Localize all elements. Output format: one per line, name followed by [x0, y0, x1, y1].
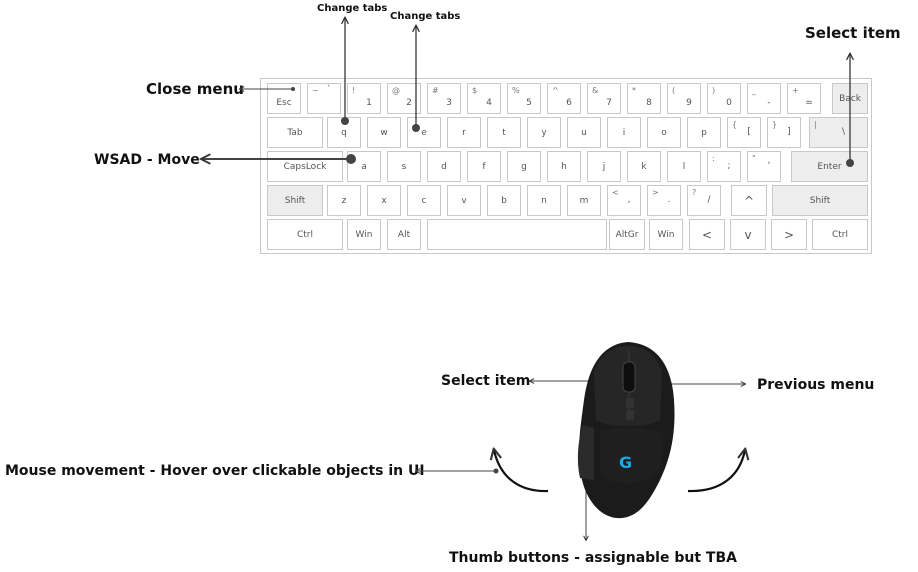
key-3[interactable]: #3: [427, 83, 461, 114]
key-h[interactable]: h: [547, 151, 581, 182]
key-4[interactable]: $4: [467, 83, 501, 114]
change-tabs-label-1: Change tabs: [317, 3, 388, 14]
key-c[interactable]: c: [407, 185, 441, 216]
select-item-mouse-label: Select item: [441, 373, 531, 389]
arrow-mouse-movement: [416, 469, 499, 474]
key-altgr[interactable]: AltGr: [609, 219, 645, 250]
mouse-movement-label: Mouse movement - Hover over clickable ob…: [5, 463, 425, 479]
key-shift-right[interactable]: Shift: [772, 185, 868, 216]
key-x[interactable]: x: [367, 185, 401, 216]
arrow-select-item-enter: [846, 54, 854, 167]
key-w[interactable]: w: [367, 117, 401, 148]
key-bracket-right[interactable]: }]: [767, 117, 801, 148]
arrow-previous-menu: [663, 382, 745, 386]
wsad-move-label: WSAD - Move: [94, 152, 200, 168]
key-g[interactable]: g: [507, 151, 541, 182]
key-arrow-left[interactable]: <: [689, 219, 725, 250]
key-bracket-left[interactable]: {[: [727, 117, 761, 148]
arrow-change-tabs-q: [341, 18, 349, 125]
key-n[interactable]: n: [527, 185, 561, 216]
key-l[interactable]: l: [667, 151, 701, 182]
key-9[interactable]: (9: [667, 83, 701, 114]
key-arrow-down[interactable]: v: [730, 219, 766, 250]
key-t[interactable]: t: [487, 117, 521, 148]
key-r[interactable]: r: [447, 117, 481, 148]
key-m[interactable]: m: [567, 185, 601, 216]
change-tabs-label-2: Change tabs: [390, 11, 461, 22]
key-equals[interactable]: +=: [787, 83, 821, 114]
key-space[interactable]: [427, 219, 607, 250]
key-win-right[interactable]: Win: [649, 219, 683, 250]
key-alt[interactable]: Alt: [387, 219, 421, 250]
key-d[interactable]: d: [427, 151, 461, 182]
g-logo-icon: G: [619, 453, 632, 472]
key-f[interactable]: f: [467, 151, 501, 182]
key-y[interactable]: y: [527, 117, 561, 148]
key-shift-left[interactable]: Shift: [267, 185, 323, 216]
key-esc[interactable]: Esc: [267, 83, 301, 114]
key-win-left[interactable]: Win: [347, 219, 381, 250]
key-minus[interactable]: _-: [747, 83, 781, 114]
key-enter[interactable]: Enter: [791, 151, 868, 182]
key-slash[interactable]: ?/: [687, 185, 721, 216]
previous-menu-label: Previous menu: [757, 377, 875, 393]
key-z[interactable]: z: [327, 185, 361, 216]
key-v[interactable]: v: [447, 185, 481, 216]
key-quote[interactable]: "': [747, 151, 781, 182]
key-6[interactable]: ^6: [547, 83, 581, 114]
key-e[interactable]: e: [407, 117, 441, 148]
key-k[interactable]: k: [627, 151, 661, 182]
curved-arrow-right: [687, 450, 745, 493]
key-s[interactable]: s: [387, 151, 421, 182]
key-0[interactable]: )0: [707, 83, 741, 114]
key-u[interactable]: u: [567, 117, 601, 148]
select-item-keyboard-label: Select item: [805, 24, 901, 42]
key-backslash[interactable]: |\: [809, 117, 868, 148]
key-j[interactable]: j: [587, 151, 621, 182]
key-tab[interactable]: Tab: [267, 117, 323, 148]
gaming-mouse-image: G: [577, 342, 675, 519]
thumb-buttons-label: Thumb buttons - assignable but TBA: [449, 550, 737, 566]
key-7[interactable]: &7: [587, 83, 621, 114]
key-ctrl-right[interactable]: Ctrl: [812, 219, 868, 250]
arrow-wsad-move: [202, 154, 356, 164]
key-period[interactable]: >.: [647, 185, 681, 216]
key-comma[interactable]: <,: [607, 185, 641, 216]
key-p[interactable]: p: [687, 117, 721, 148]
key-1[interactable]: !1: [347, 83, 381, 114]
key-capslock[interactable]: CapsLock: [267, 151, 343, 182]
key-backtick[interactable]: ~`: [307, 83, 341, 114]
key-b[interactable]: b: [487, 185, 521, 216]
arrow-close-menu-esc: [240, 87, 295, 91]
arrow-change-tabs-e: [412, 26, 420, 132]
key-5[interactable]: %5: [507, 83, 541, 114]
on-screen-keyboard: Esc ~` !1 @2 #3 $4 %5 ^6 &7 *8 (9 )0 _- …: [260, 78, 872, 254]
key-arrow-up[interactable]: ^: [731, 185, 767, 216]
key-ctrl-left[interactable]: Ctrl: [267, 219, 343, 250]
close-menu-label: Close menu: [146, 80, 244, 98]
key-o[interactable]: o: [647, 117, 681, 148]
key-arrow-right[interactable]: >: [771, 219, 807, 250]
key-i[interactable]: i: [607, 117, 641, 148]
key-8[interactable]: *8: [627, 83, 661, 114]
key-semicolon[interactable]: :;: [707, 151, 741, 182]
curved-arrow-left: [494, 450, 549, 493]
